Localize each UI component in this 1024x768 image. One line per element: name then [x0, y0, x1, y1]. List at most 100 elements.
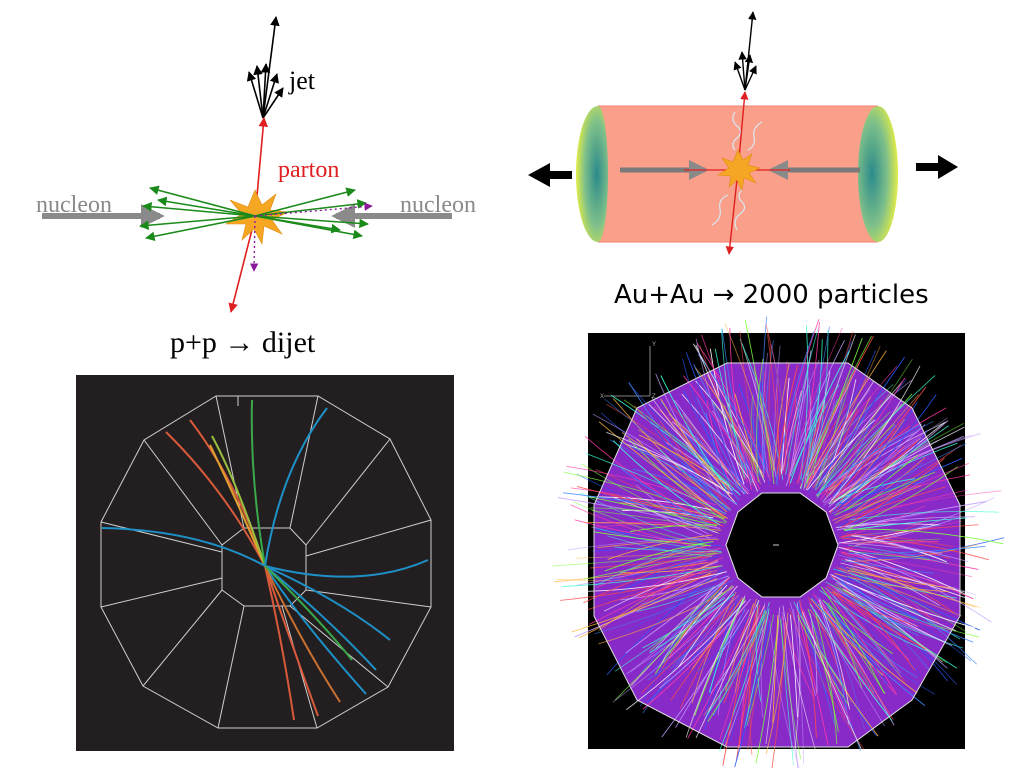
- auau-track: [830, 573, 957, 632]
- auau-track: [641, 582, 725, 605]
- auau-track: [680, 603, 735, 709]
- auau-track: [815, 411, 891, 490]
- auau-track: [806, 419, 876, 491]
- auau-track: [846, 566, 981, 608]
- auau-track: [709, 348, 745, 485]
- auau-track: [781, 615, 815, 699]
- auau-track: [782, 605, 819, 761]
- auau-track: [595, 543, 703, 586]
- auau-track: [640, 588, 719, 674]
- auau-track: [642, 602, 749, 710]
- auau-track: [844, 486, 946, 520]
- auau-track: [761, 316, 768, 470]
- auau-track: [801, 341, 852, 484]
- parton-label: parton: [278, 157, 339, 183]
- auau-track: [832, 436, 923, 501]
- auau-track: [719, 614, 761, 741]
- auau-track: [576, 486, 724, 527]
- auau-track: [831, 386, 927, 502]
- auau-track: [789, 602, 817, 697]
- auau-track: [655, 578, 729, 649]
- auau-track: [659, 586, 715, 668]
- auau-track: [586, 571, 727, 592]
- auau-track: [772, 615, 779, 723]
- auau-track: [717, 604, 741, 716]
- auau-track: [807, 350, 877, 493]
- auau-track: [840, 551, 973, 578]
- auau-track: [579, 492, 704, 543]
- auau-track: [818, 423, 923, 494]
- auau-track: [589, 496, 712, 511]
- auau-track: [826, 591, 897, 696]
- auau-track: [699, 345, 755, 487]
- auau-track: [651, 397, 736, 503]
- auau-track: [769, 620, 800, 768]
- auau-track: [739, 331, 760, 471]
- auau-track: [847, 569, 955, 589]
- auau-track: [809, 613, 818, 694]
- auau-track: [724, 323, 775, 472]
- auau-track: [694, 597, 746, 716]
- auau-track: [721, 328, 754, 484]
- auau-track: [622, 573, 730, 635]
- auau-track: [836, 523, 940, 528]
- auau-track: [598, 421, 729, 519]
- auau-track: [773, 345, 781, 478]
- auau-track: [571, 578, 717, 633]
- auau-track: [596, 528, 712, 544]
- auau-track: [802, 611, 863, 751]
- auau-track: [721, 328, 746, 479]
- parton-arrow-down: [228, 217, 256, 313]
- axis-z-label: Z: [652, 394, 656, 400]
- auau-track: [592, 526, 719, 552]
- auau-track: [854, 552, 992, 623]
- auau-track: [844, 559, 931, 618]
- auau-track: [828, 365, 921, 505]
- auau-track: [660, 375, 728, 490]
- auau-track: [585, 452, 727, 515]
- auau-track: [835, 450, 897, 499]
- auau-track: [630, 591, 723, 686]
- auau-track: [811, 388, 837, 488]
- auau-track: [567, 537, 718, 551]
- auau-track: [669, 596, 741, 670]
- auau-track: [832, 425, 911, 490]
- endcap-right: [858, 106, 898, 242]
- auau-track: [834, 457, 926, 524]
- auau-track: [763, 372, 771, 472]
- auau-track: [631, 544, 709, 570]
- auau-track: [828, 422, 965, 505]
- auau-track: [830, 585, 910, 661]
- pp-tracks: [101, 399, 429, 721]
- auau-track: [823, 607, 918, 678]
- auau-track: [831, 589, 906, 683]
- auau-track: [712, 402, 764, 480]
- auau-jet-arrows: [733, 11, 757, 91]
- auau-track: [845, 511, 934, 531]
- auau-track: [791, 378, 810, 472]
- auau-track: [838, 554, 976, 596]
- auau-track: [789, 350, 850, 484]
- auau-track: [787, 327, 843, 479]
- auau-track: [754, 377, 769, 478]
- auau-track: [827, 583, 943, 631]
- auau-track: [776, 385, 781, 480]
- auau-track: [828, 423, 895, 490]
- auau-track: [848, 545, 986, 554]
- auau-track: [784, 361, 788, 473]
- auau-track: [805, 381, 874, 491]
- auau-track: [614, 561, 713, 575]
- auau-track: [696, 396, 746, 495]
- auau-track: [761, 394, 778, 487]
- auau-track: [853, 563, 936, 586]
- auau-track: [678, 585, 738, 668]
- auau-track: [797, 600, 829, 701]
- auau-track: [641, 594, 739, 694]
- jet-label: jet: [288, 66, 316, 95]
- auau-track: [838, 593, 894, 659]
- auau-track: [840, 542, 942, 554]
- auau-track: [831, 442, 967, 515]
- auau-track: [818, 601, 848, 716]
